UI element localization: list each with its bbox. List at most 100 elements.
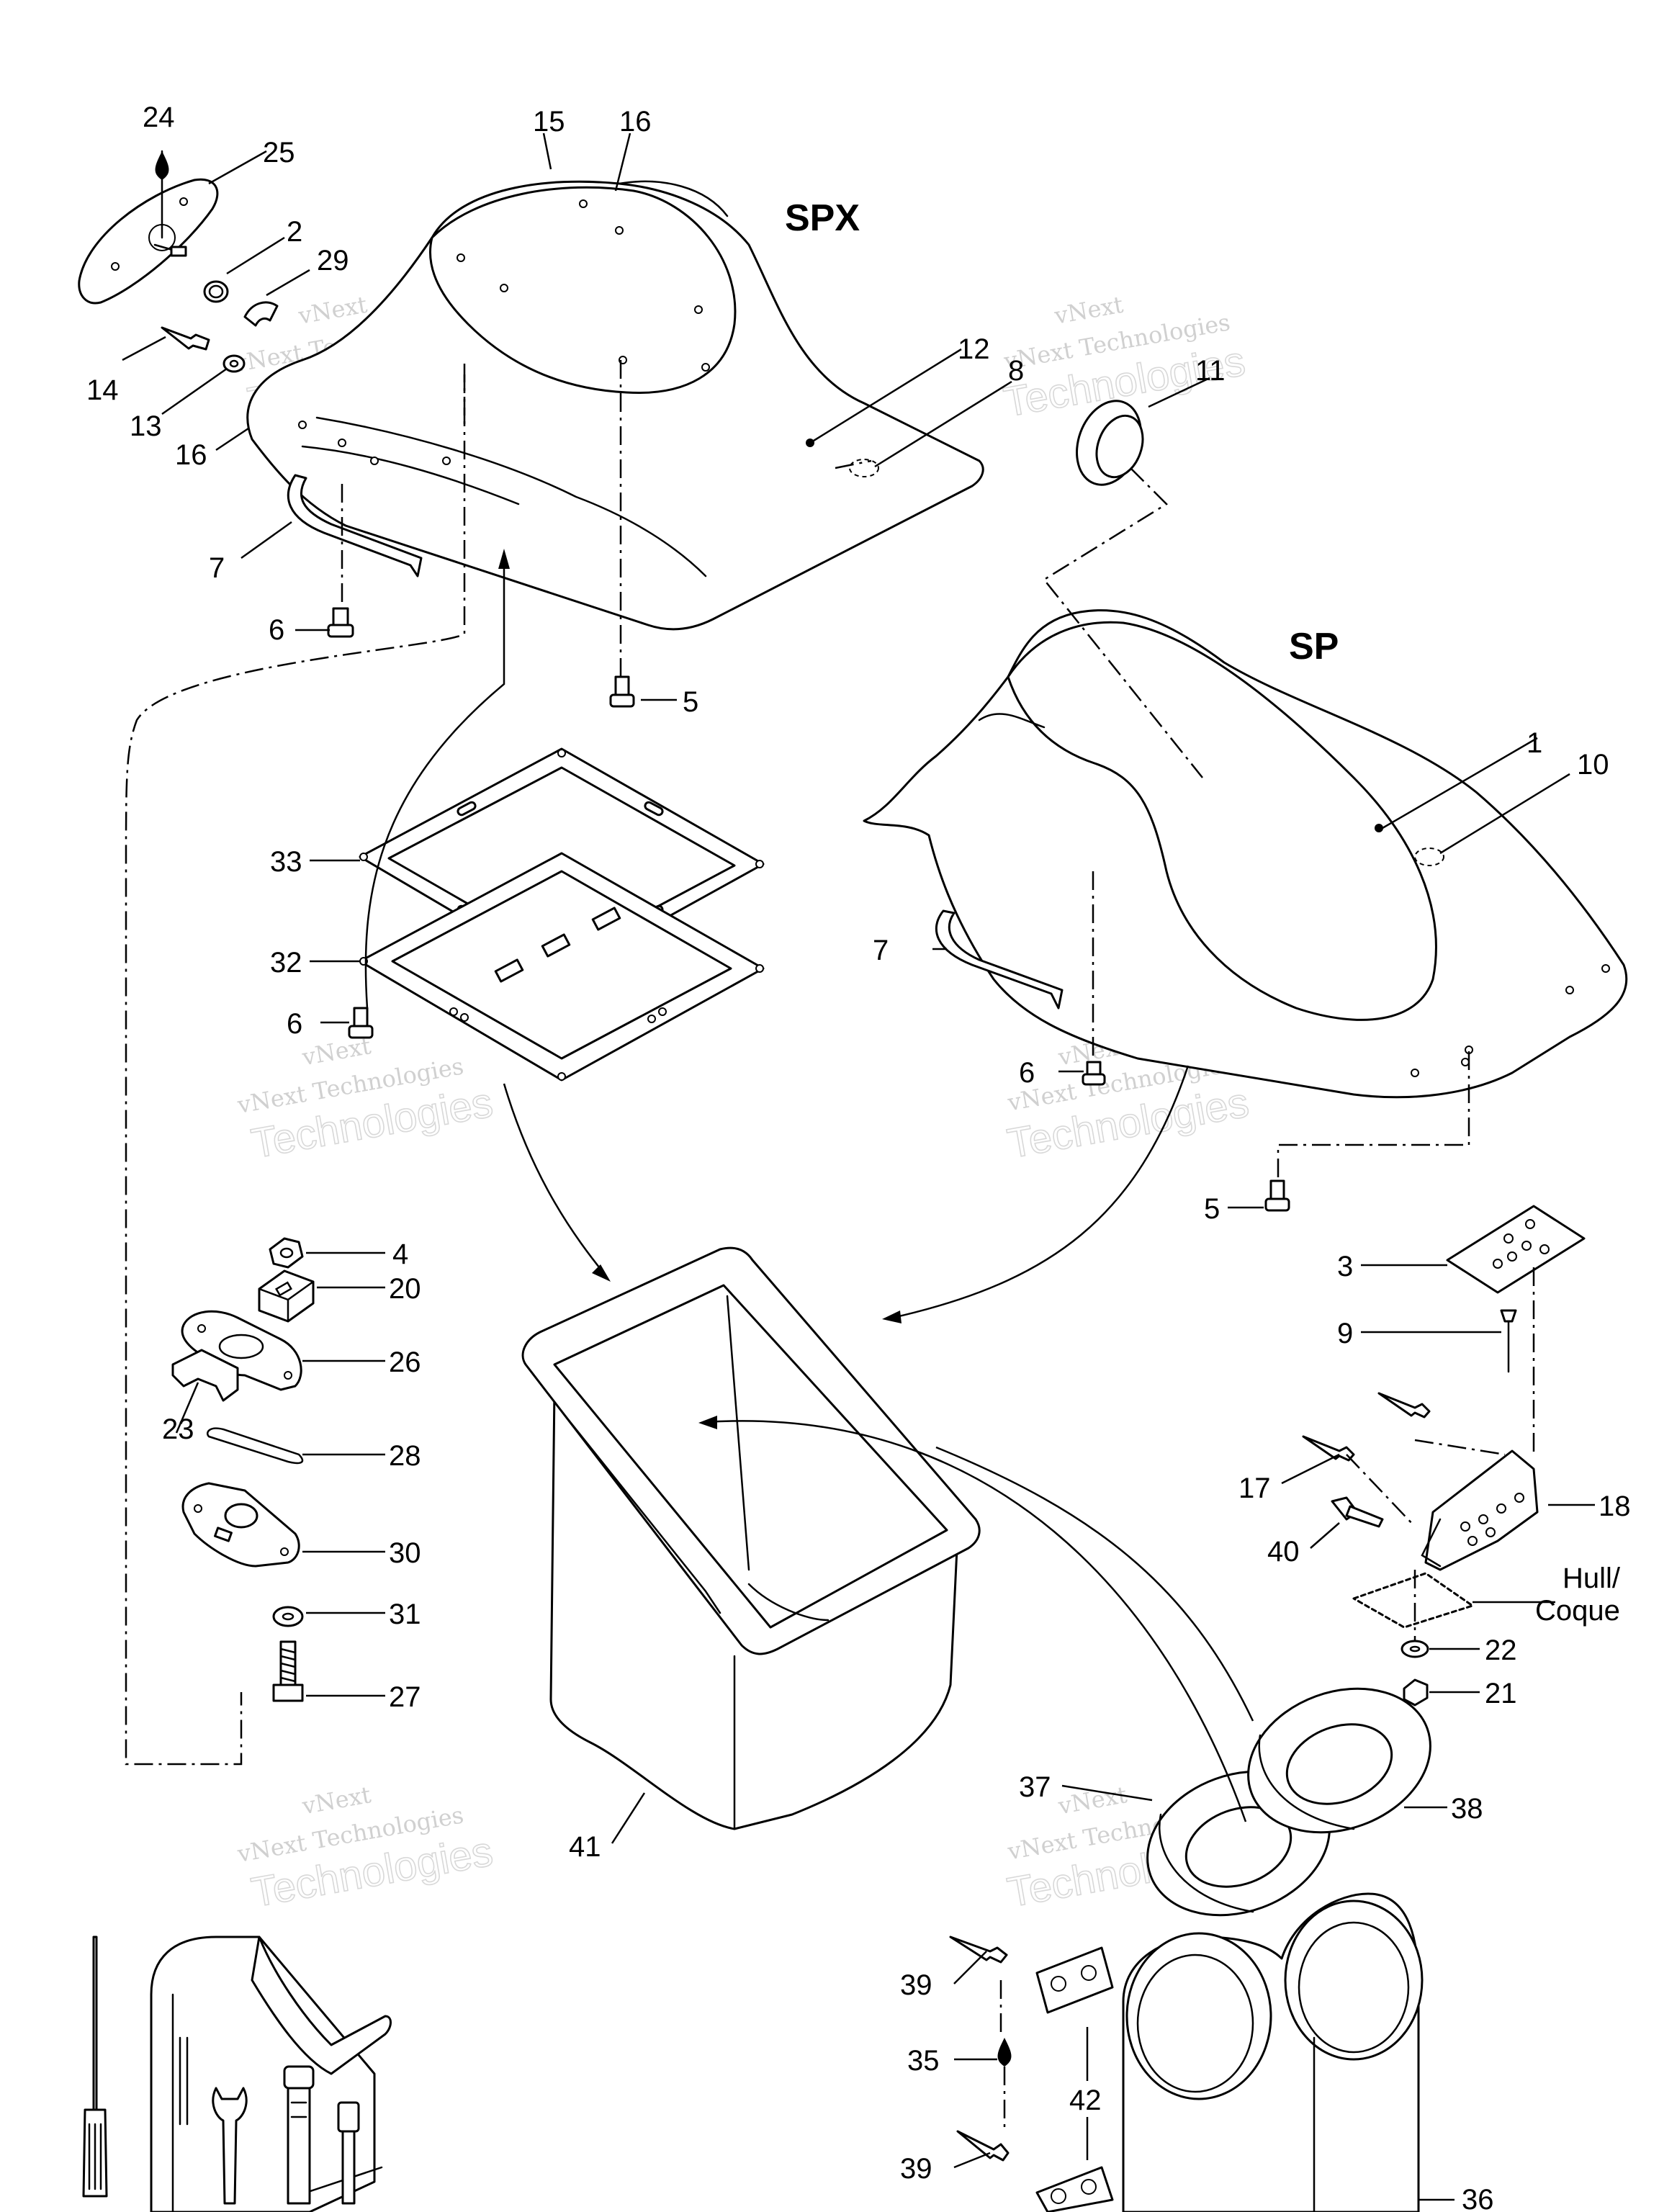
screwdriver-icon [82, 1936, 108, 2198]
callout-13: 13 [130, 410, 162, 442]
gasket-32 [359, 852, 765, 1082]
screw-6-gasket [348, 1007, 374, 1039]
callout-33: 33 [270, 846, 302, 878]
bolt-27 [272, 1640, 304, 1702]
hinge-bracket-18 [1421, 1449, 1539, 1571]
callout-38: 38 [1451, 1793, 1483, 1825]
spring-rod-28 [206, 1427, 304, 1465]
callout-36: 36 [1462, 2184, 1494, 2212]
callout-23: 23 [162, 1413, 194, 1445]
screw-40 [1331, 1496, 1384, 1528]
socket-wrench-icon [283, 2065, 315, 2205]
callout-40: 40 [1267, 1536, 1300, 1568]
callout-numbers: 24 25 15 16 2 29 14 13 16 12 8 11 7 6 5 … [86, 102, 1631, 2212]
cup-holder-body-36 [1122, 1892, 1424, 2212]
square-nut-20 [258, 1269, 315, 1323]
rivet-17a [1377, 1392, 1431, 1419]
nut-21 [1403, 1678, 1429, 1707]
callout-24: 24 [143, 102, 175, 133]
assembly-arrows [364, 549, 1254, 1822]
callout-10: 10 [1577, 749, 1609, 781]
watermark-low-left: vNext vNext Technologies Technologies [235, 1781, 497, 1917]
callout-22: 22 [1485, 1635, 1517, 1666]
washer-13 [222, 354, 246, 373]
callout-42: 42 [1069, 2085, 1102, 2116]
callout-11: 11 [1195, 355, 1226, 387]
screw-5-sp [1264, 1179, 1290, 1212]
callout-41: 41 [569, 1831, 601, 1863]
callout-6b: 6 [287, 1008, 302, 1040]
hull-label-line2: Coque [1535, 1595, 1620, 1627]
trim-strip-7a [287, 474, 423, 577]
spark-plug-wrench-icon [337, 2101, 360, 2205]
callout-14: 14 [86, 374, 119, 406]
wrench-icon [212, 2087, 248, 2205]
knob-plate-25 [78, 150, 219, 305]
rivet-39a [949, 1936, 1008, 1964]
plate-42a [1035, 1946, 1114, 2014]
callout-26: 26 [389, 1346, 421, 1378]
callout-37: 37 [1019, 1771, 1051, 1803]
callout-2: 2 [287, 216, 302, 248]
rivet-39b [956, 2130, 1010, 2162]
callout-15: 15 [533, 106, 565, 138]
sp-seat [863, 609, 1628, 1099]
callout-35: 35 [907, 2045, 940, 2077]
oil-drop-icon-35 [997, 2038, 1012, 2067]
callout-7b: 7 [873, 935, 889, 966]
screw-6-sp [1082, 1061, 1106, 1086]
seal-ring-11 [1076, 400, 1144, 486]
plate-42b [1035, 2166, 1114, 2212]
callout-8: 8 [1008, 355, 1024, 387]
spx-seat [246, 180, 984, 631]
tool-slot [179, 2036, 189, 2126]
callout-25: 25 [263, 137, 295, 168]
callout-39b: 39 [900, 2153, 932, 2185]
washer-31 [272, 1606, 304, 1627]
nut-4 [269, 1237, 304, 1269]
callout-16b: 16 [175, 439, 207, 471]
model-label-sp: SP [1289, 626, 1339, 667]
model-label-spx: SPX [785, 197, 860, 239]
callout-28: 28 [389, 1440, 421, 1472]
callout-6a: 6 [269, 614, 284, 646]
callout-7a: 7 [209, 552, 225, 584]
latch-plate-26 [181, 1310, 302, 1391]
callout-27: 27 [389, 1681, 421, 1713]
callout-16a: 16 [619, 106, 652, 138]
latch-hook-23 [171, 1349, 239, 1402]
hinge-plate-3 [1446, 1205, 1586, 1294]
callout-12: 12 [958, 333, 990, 365]
callout-6c: 6 [1019, 1057, 1035, 1089]
grommet-2 [203, 280, 229, 303]
washer-22 [1401, 1640, 1429, 1658]
callout-18: 18 [1599, 1491, 1631, 1522]
callout-32: 32 [270, 947, 302, 979]
rivet-9 [1500, 1309, 1517, 1373]
alignment-lines [125, 360, 1535, 2128]
screw-6-top [327, 607, 354, 638]
clip-29 [243, 301, 279, 327]
callout-5a: 5 [683, 686, 698, 718]
callout-5b: 5 [1204, 1193, 1220, 1225]
callout-4: 4 [392, 1238, 408, 1270]
latch-base-30 [181, 1482, 300, 1568]
callout-17: 17 [1238, 1473, 1271, 1504]
callout-1: 1 [1527, 727, 1542, 759]
callout-21: 21 [1485, 1678, 1517, 1709]
svg-text:vNext: vNext [296, 291, 369, 330]
callout-9: 9 [1337, 1318, 1353, 1349]
watermark-mid-left: vNext vNext Technologies Technologies [235, 1032, 497, 1168]
callout-39a: 39 [900, 1969, 932, 2001]
svg-text:vNext: vNext [300, 1781, 373, 1820]
svg-text:vNext: vNext [1052, 291, 1125, 330]
screw-5-top [609, 675, 635, 708]
hull-label-line1: Hull/ [1563, 1563, 1621, 1594]
leader-lines [122, 132, 1595, 2201]
trim-strip-7b [935, 909, 1064, 1010]
rivet-14 [161, 326, 210, 351]
callout-29: 29 [317, 245, 349, 276]
rivet-17b [1302, 1435, 1355, 1462]
tool-kit-pouch [150, 1936, 392, 2212]
